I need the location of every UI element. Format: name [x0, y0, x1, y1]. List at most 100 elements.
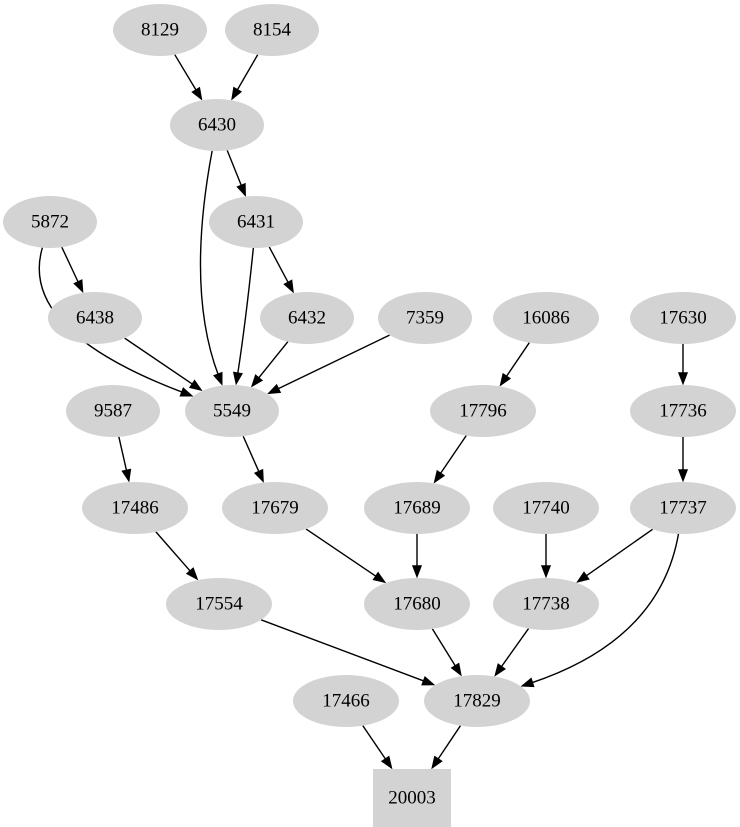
- edge-17680-to-17829-arrowhead: [450, 662, 462, 677]
- graph-node-6438[interactable]: 6438: [48, 292, 142, 344]
- node-shape-ellipse-16086: [493, 292, 599, 344]
- edge-17679-to-17680-arrowhead: [372, 571, 387, 584]
- edge-8154-to-6430-arrowhead: [231, 86, 243, 101]
- node-shape-ellipse-6431: [209, 196, 303, 248]
- edge-17466-to-20003-arrowhead: [380, 755, 393, 770]
- node-shape-ellipse-17466: [293, 675, 399, 727]
- edge-6430-to-5549: [199, 150, 220, 376]
- edge-6432-to-5549: [257, 341, 289, 380]
- edge-6430-to-6431-arrowhead: [236, 182, 246, 197]
- edge-5549-to-17679: [242, 435, 260, 473]
- graph-node-20003[interactable]: 20003: [373, 769, 451, 827]
- node-shape-ellipse-17689: [364, 482, 470, 534]
- graph-node-6432[interactable]: 6432: [260, 292, 354, 344]
- node-shape-ellipse-6430: [170, 99, 264, 151]
- edge-8129-to-6430: [174, 54, 198, 92]
- graph-node-17737[interactable]: 17737: [630, 482, 736, 534]
- edge-8154-to-6430: [236, 54, 259, 92]
- edge-6432-to-5549-arrowhead: [250, 374, 264, 388]
- node-shape-ellipse-17736: [630, 385, 736, 437]
- graph-node-17486[interactable]: 17486: [82, 482, 188, 534]
- nodes-layer: 8129 8154 6430 5872 6431 6438 6432 7359 16086 176…: [3, 4, 736, 827]
- edge-17796-to-17689-arrowhead: [433, 469, 446, 484]
- edge-16086-to-17796-arrowhead: [499, 372, 512, 387]
- edge-17466-to-20003: [362, 725, 387, 761]
- graph-node-8129[interactable]: 8129: [113, 4, 207, 56]
- edge-6431-to-6432: [268, 246, 290, 284]
- node-shape-ellipse-17829: [424, 675, 530, 727]
- graph-node-17630[interactable]: 17630: [630, 292, 736, 344]
- edge-8129-to-6430-arrowhead: [191, 86, 203, 101]
- edge-7359-to-5549: [277, 334, 390, 390]
- node-shape-ellipse-6432: [260, 292, 354, 344]
- edge-17737-to-17829-arrowhead: [520, 677, 535, 688]
- edge-5872-to-5549-arrowhead: [179, 387, 194, 397]
- edge-17554-to-17829: [260, 619, 425, 682]
- edge-5872-to-6438-arrowhead: [73, 279, 84, 294]
- node-shape-ellipse-17486: [82, 482, 188, 534]
- edge-5549-to-17679-arrowhead: [253, 468, 264, 483]
- node-shape-ellipse-17796: [430, 385, 536, 437]
- edge-6430-to-6431: [226, 150, 243, 187]
- graph-node-17466[interactable]: 17466: [293, 675, 399, 727]
- edge-9587-to-17486-arrowhead: [121, 468, 132, 483]
- edge-6438-to-5549-arrowhead: [188, 379, 203, 392]
- edge-17689-to-17680-arrowhead: [411, 565, 423, 579]
- node-shape-ellipse-17630: [630, 292, 736, 344]
- edge-17630-to-17736-arrowhead: [677, 372, 689, 386]
- node-shape-box-20003: [373, 769, 451, 827]
- edge-5872-to-6438: [61, 246, 80, 284]
- graph-node-6431[interactable]: 6431: [209, 196, 303, 248]
- graph-node-6430[interactable]: 6430: [170, 99, 264, 151]
- edge-17679-to-17680: [305, 528, 378, 578]
- node-shape-ellipse-8154: [225, 4, 319, 56]
- edge-17737-to-17738-arrowhead: [576, 571, 590, 583]
- graph-node-5872[interactable]: 5872: [3, 196, 97, 248]
- edge-6431-to-6432-arrowhead: [283, 279, 294, 294]
- edge-6431-to-5549: [236, 247, 255, 375]
- node-shape-ellipse-8129: [113, 4, 207, 56]
- node-shape-ellipse-17554: [166, 578, 272, 630]
- edge-17829-to-20003: [436, 725, 462, 761]
- graph-node-17689[interactable]: 17689: [364, 482, 470, 534]
- edge-16086-to-17796: [505, 342, 530, 378]
- graph-node-17736[interactable]: 17736: [630, 385, 736, 437]
- graph-node-9587[interactable]: 9587: [66, 385, 160, 437]
- node-shape-ellipse-7359: [378, 292, 472, 344]
- graph-node-17740[interactable]: 17740: [493, 482, 599, 534]
- edge-17486-to-17554-arrowhead: [185, 567, 199, 581]
- graph-node-17738[interactable]: 17738: [493, 578, 599, 630]
- node-shape-ellipse-9587: [66, 385, 160, 437]
- graph-node-7359[interactable]: 7359: [378, 292, 472, 344]
- graph-node-8154[interactable]: 8154: [225, 4, 319, 56]
- edge-17796-to-17689: [439, 435, 467, 475]
- node-shape-ellipse-5549: [185, 385, 279, 437]
- edge-17740-to-17738-arrowhead: [540, 565, 552, 579]
- node-shape-ellipse-17679: [222, 482, 328, 534]
- graph-node-16086[interactable]: 16086: [493, 292, 599, 344]
- edge-17736-to-17737-arrowhead: [677, 469, 689, 483]
- graph-node-17680[interactable]: 17680: [364, 578, 470, 630]
- node-shape-ellipse-17737: [630, 482, 736, 534]
- edge-17738-to-17829-arrowhead: [494, 663, 506, 677]
- edge-6438-to-5549: [124, 337, 194, 386]
- edge-7359-to-5549-arrowhead: [267, 383, 282, 395]
- edge-6430-to-5549-arrowhead: [213, 371, 223, 386]
- edge-17680-to-17829: [431, 628, 457, 668]
- edge-17486-to-17554: [155, 531, 192, 573]
- edge-17737-to-17829: [531, 533, 680, 684]
- graph-node-17796[interactable]: 17796: [430, 385, 536, 437]
- edges-layer: [38, 54, 689, 770]
- node-shape-ellipse-17740: [493, 482, 599, 534]
- edge-6431-to-5549-arrowhead: [232, 371, 243, 386]
- graph-node-5549[interactable]: 5549: [185, 385, 279, 437]
- graph-node-17829[interactable]: 17829: [424, 675, 530, 727]
- node-shape-ellipse-17738: [493, 578, 599, 630]
- graph-node-17679[interactable]: 17679: [222, 482, 328, 534]
- edge-17737-to-17738: [585, 528, 654, 577]
- edge-17554-to-17829-arrowhead: [421, 675, 436, 686]
- edge-17738-to-17829: [500, 628, 530, 668]
- graph-node-17554[interactable]: 17554: [166, 578, 272, 630]
